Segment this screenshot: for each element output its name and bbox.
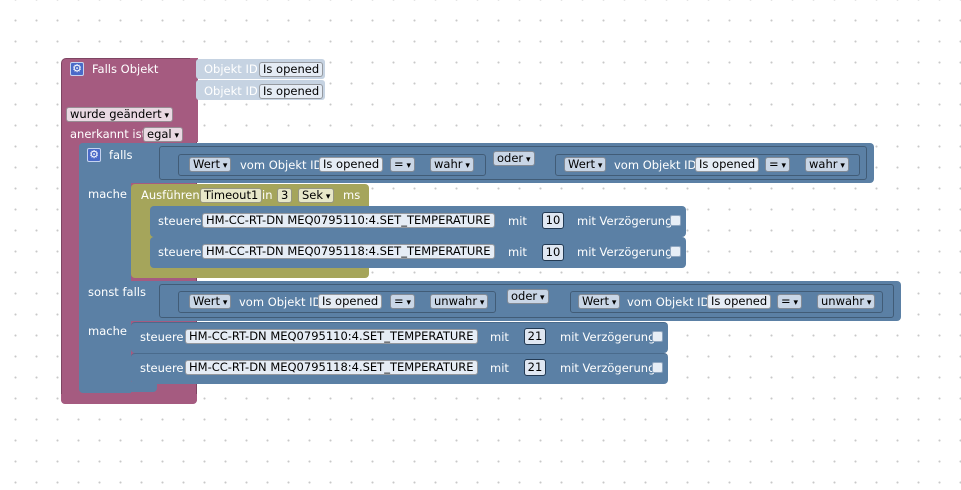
action1-1-delay-checkbox[interactable] — [670, 215, 681, 226]
object-id-label-1: Objekt ID — [204, 62, 258, 76]
cond1-left-val[interactable]: wahr — [430, 157, 474, 172]
action2-2-value[interactable]: 21 — [524, 359, 546, 376]
cond1-right-compare[interactable] — [555, 154, 860, 176]
timeout-in: in — [262, 188, 273, 202]
action1-1-steuere: steuere — [158, 214, 202, 228]
action2-2-delay: mit Verzögerung — [560, 361, 656, 375]
cond1-left-compare[interactable] — [178, 154, 486, 176]
cond1-left-prop[interactable]: Wert — [189, 157, 232, 172]
trigger-title: Falls Objekt — [92, 62, 159, 76]
ack-label: anerkannt ist — [70, 127, 147, 141]
cond2-right-val[interactable]: unwahr — [817, 294, 876, 309]
timeout-label: Ausführen — [141, 188, 200, 202]
cond2-right-prop[interactable]: Wert — [578, 294, 621, 309]
action2-2-mit: mit — [490, 361, 509, 375]
action1-2-delay-checkbox[interactable] — [670, 246, 681, 257]
action1-1-delay: mit Verzögerung — [577, 214, 673, 228]
cond2-right-compare[interactable] — [570, 291, 883, 313]
object-id-value-1[interactable]: Is opened — [259, 62, 324, 77]
action1-2-target[interactable]: HM-CC-RT-DN MEQ0795118:4.SET_TEMPERATURE — [202, 244, 495, 259]
cond1-right-obj[interactable]: Is opened — [695, 157, 760, 172]
cond1-right-prop[interactable]: Wert — [564, 157, 607, 172]
cond2-left-op[interactable]: = — [390, 294, 416, 309]
action2-2-steuere: steuere — [140, 361, 184, 375]
cond2-or-block[interactable] — [159, 284, 894, 318]
timeout-unit[interactable]: Sek — [298, 188, 335, 203]
mache-label-2: mache — [88, 324, 127, 338]
timeout-amount[interactable]: 3 — [277, 188, 293, 203]
cond2-left-compare[interactable] — [178, 291, 496, 313]
if-block-spine[interactable] — [79, 143, 131, 393]
trigger-gear-icon[interactable]: ⚙ — [70, 62, 84, 76]
ack-dropdown[interactable]: egal — [143, 127, 184, 142]
cond1-logic[interactable]: oder — [493, 151, 535, 166]
action2-2-delay-checkbox[interactable] — [652, 362, 663, 373]
action2-1-value[interactable]: 21 — [524, 328, 546, 345]
if-gear-icon[interactable]: ⚙ — [87, 148, 101, 162]
cond1-left-op[interactable]: = — [390, 157, 416, 172]
action1-1-target[interactable]: HM-CC-RT-DN MEQ0795110:4.SET_TEMPERATURE — [202, 213, 495, 228]
action1-2-steuere: steuere — [158, 245, 202, 259]
trigger-header-ext — [190, 58, 198, 142]
cond2-left-text: vom Objekt ID — [239, 295, 322, 309]
cond2-right-op[interactable]: = — [777, 294, 803, 309]
action2-2-target[interactable]: HM-CC-RT-DN MEQ0795118:4.SET_TEMPERATURE — [185, 360, 478, 375]
trigger-bottom-bar — [61, 394, 197, 404]
mache-label-1: mache — [88, 187, 127, 201]
action1-2-delay: mit Verzögerung — [577, 245, 673, 259]
if-bottom-cap — [79, 382, 157, 392]
cond1-right-text: vom Objekt ID — [614, 158, 697, 172]
sonst-falls-label: sonst falls — [88, 285, 146, 299]
action2-1-steuere: steuere — [140, 330, 184, 344]
cond1-right-val[interactable]: wahr — [805, 157, 849, 172]
cond1-left-obj[interactable]: Is opened — [319, 157, 384, 172]
cond2-right-text: vom Objekt ID — [627, 295, 710, 309]
action1-2-mit: mit — [508, 245, 527, 259]
cond2-left-val[interactable]: unwahr — [430, 294, 489, 309]
timeout-ms: ms — [343, 188, 361, 202]
action2-1-delay-checkbox[interactable] — [652, 331, 663, 342]
action1-1-value[interactable]: 10 — [542, 212, 564, 229]
action2-1-target[interactable]: HM-CC-RT-DN MEQ0795110:4.SET_TEMPERATURE — [185, 329, 478, 344]
cond2-left-obj[interactable]: Is opened — [318, 294, 383, 309]
timeout-name[interactable]: Timeout1 — [200, 188, 263, 203]
action2-1-mit: mit — [490, 330, 509, 344]
falls-label: falls — [109, 148, 133, 162]
action1-2-value[interactable]: 10 — [542, 244, 564, 261]
cond2-left-prop[interactable]: Wert — [189, 294, 232, 309]
action1-1-mit: mit — [508, 214, 527, 228]
object-id-value-2[interactable]: Is opened — [259, 84, 324, 99]
changed-dropdown[interactable]: wurde geändert — [66, 107, 173, 122]
action2-1-delay: mit Verzögerung — [560, 330, 656, 344]
cond1-or-block[interactable] — [159, 146, 867, 180]
cond1-left-text: vom Objekt ID — [240, 158, 323, 172]
cond2-right-obj[interactable]: Is opened — [707, 294, 772, 309]
cond1-right-op[interactable]: = — [765, 157, 791, 172]
object-id-label-2: Objekt ID — [204, 84, 258, 98]
cond2-logic[interactable]: oder — [507, 289, 549, 304]
